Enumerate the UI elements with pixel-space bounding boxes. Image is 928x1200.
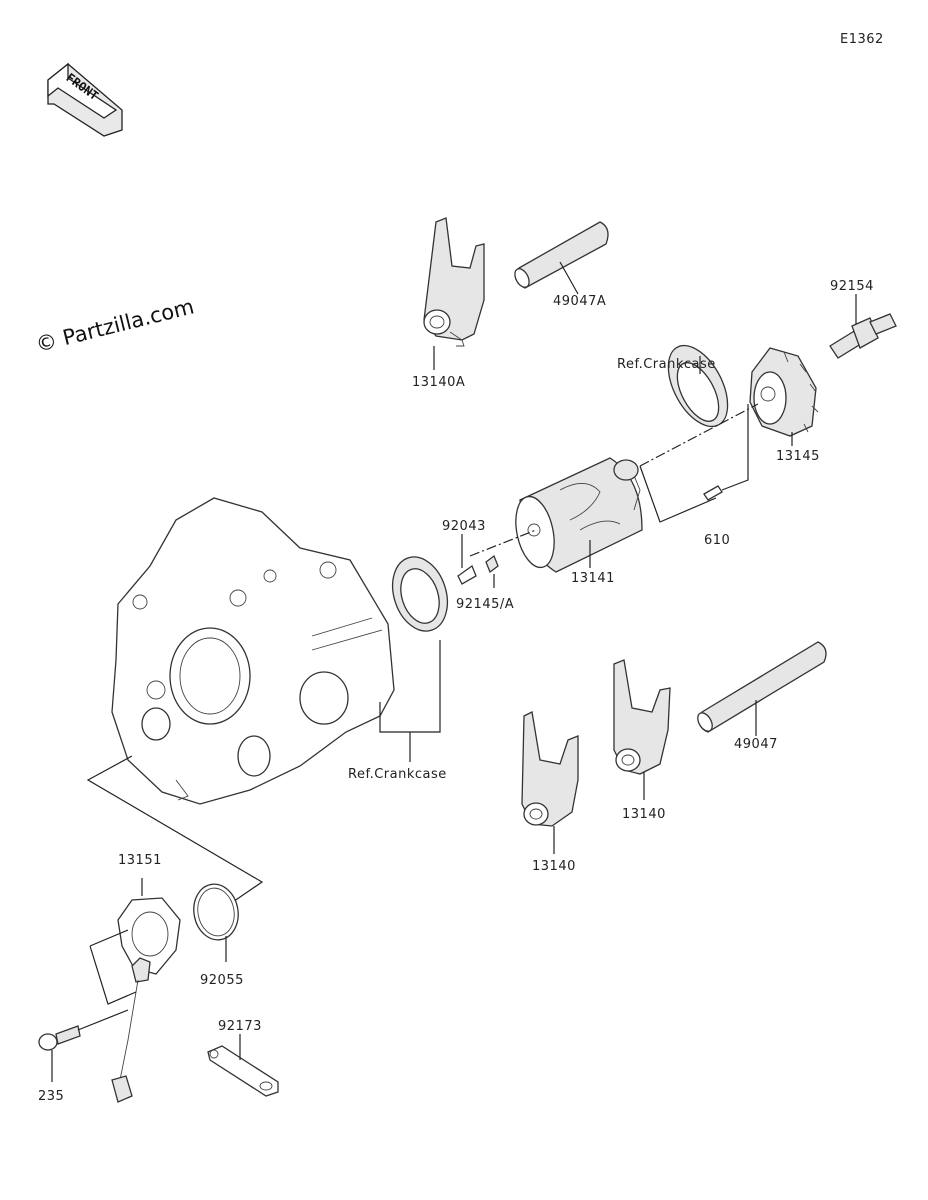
- clamp-92173: [207, 1045, 279, 1097]
- label-610: 610: [704, 533, 730, 548]
- bearing-ref-crankcase-top: [667, 344, 729, 428]
- cam-gear-13145: [749, 347, 819, 437]
- o-ring-92055: [193, 883, 239, 941]
- label-92173: 92173: [218, 1019, 262, 1034]
- label-ref-crankcase-top: Ref.Crankcase: [617, 357, 716, 372]
- label-13141: 13141: [571, 571, 615, 586]
- label-13145: 13145: [776, 449, 820, 464]
- shift-fork-13140-left: [521, 711, 579, 827]
- diagram-code: E1362: [840, 32, 884, 47]
- label-92154: 92154: [830, 279, 874, 294]
- shift-rod-49047A: [514, 221, 609, 289]
- leader-610: [639, 404, 749, 523]
- leader-92043: [461, 534, 495, 588]
- label-ref-crankcase-bottom: Ref.Crankcase: [348, 767, 447, 782]
- label-49047A: 49047A: [553, 294, 606, 309]
- bolt-92154: [829, 313, 897, 359]
- shift-fork-13140-right: [613, 659, 671, 775]
- crankcase-ref: [111, 497, 395, 805]
- label-49047: 49047: [734, 737, 778, 752]
- shift-drum-13141: [515, 457, 643, 573]
- label-92043: 92043: [442, 519, 486, 534]
- leader-49047A: [559, 261, 579, 295]
- label-13140A: 13140A: [412, 375, 465, 390]
- shift-fork-13140A: [423, 217, 485, 347]
- shift-rod-49047: [697, 641, 827, 733]
- front-arrow-icon: FRONT: [47, 62, 123, 137]
- bolt-235: [38, 1025, 81, 1051]
- detent-pin-92043: [457, 564, 477, 585]
- gear-position-sensor-13151: [111, 897, 181, 1103]
- pin-610: [703, 485, 723, 501]
- axis-line: [469, 403, 759, 557]
- label-92055: 92055: [200, 973, 244, 988]
- spring-92145A: [485, 554, 499, 574]
- label-13140-right: 13140: [622, 807, 666, 822]
- leader-sensor-bolts: [89, 929, 137, 1005]
- leader-crankcase-sensor: [86, 755, 264, 909]
- label-13151: 13151: [118, 853, 162, 868]
- label-92145A: 92145/A: [456, 597, 514, 612]
- leader-235: [51, 1009, 129, 1082]
- label-13140-left: 13140: [532, 859, 576, 874]
- bearing-ref-crankcase-bottom: [391, 556, 449, 632]
- watermark: © Partzilla.com: [33, 294, 196, 356]
- label-235: 235: [38, 1089, 64, 1104]
